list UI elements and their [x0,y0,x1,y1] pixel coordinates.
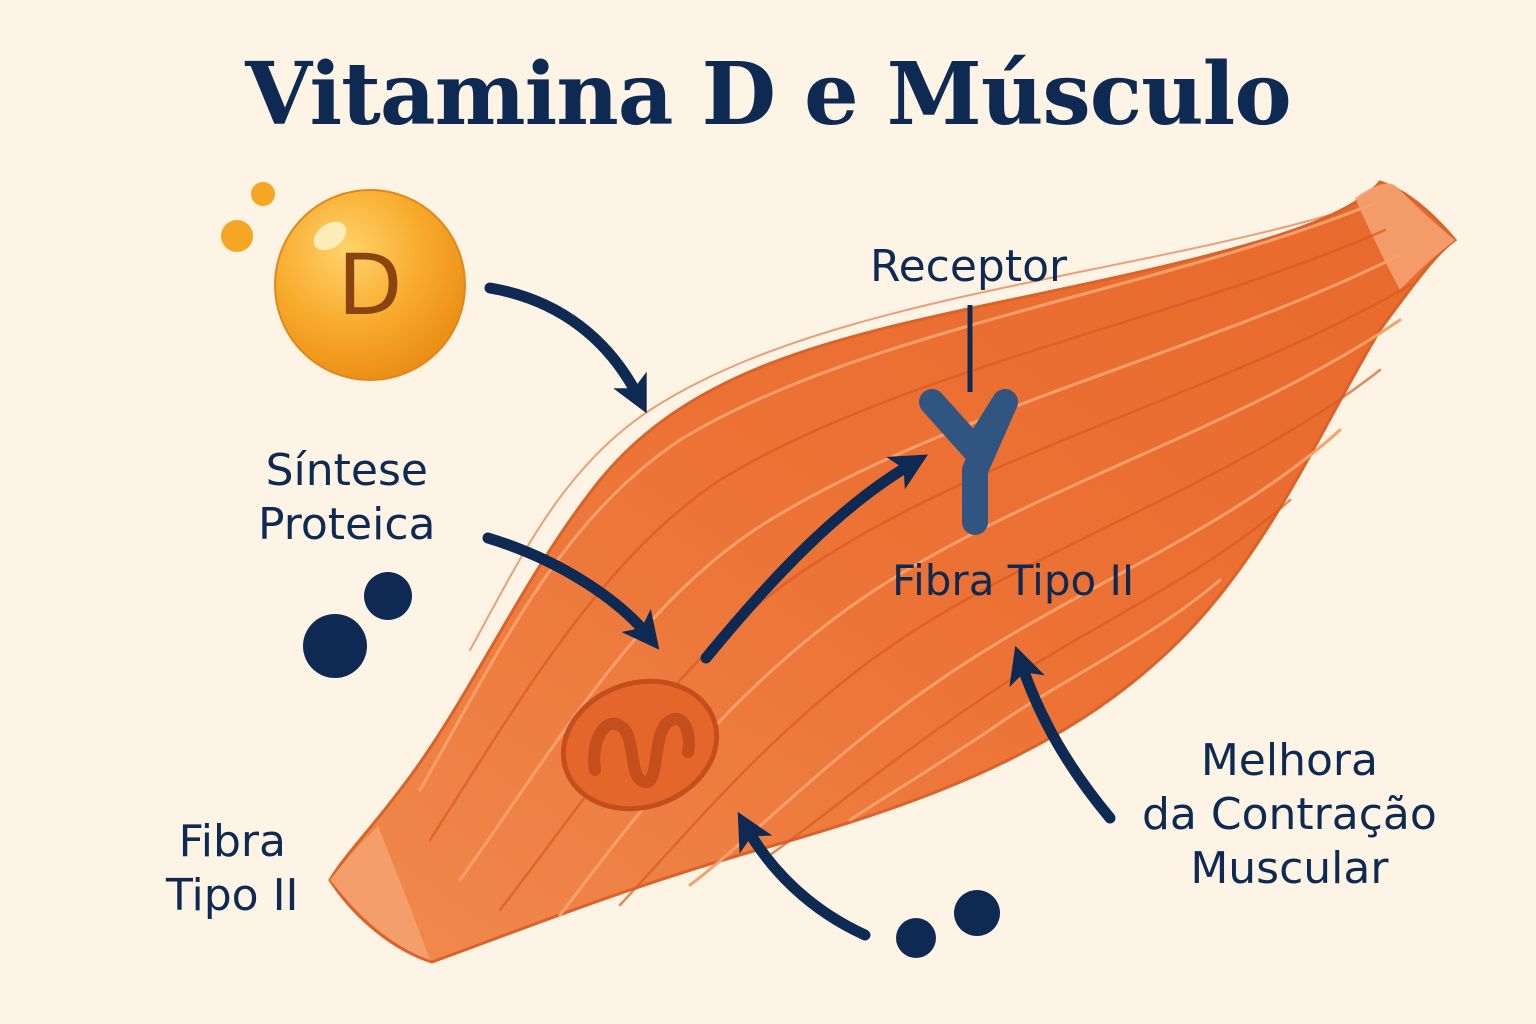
arrows [482,282,1116,941]
arrow-contraction [1009,645,1116,824]
protein-synthesis-line-2: Proteica [258,499,436,550]
molecule-dots [303,572,1000,958]
arrow-dots-to-muscle [737,811,871,941]
contraction-line-3: Muscular [1190,843,1389,894]
contraction-line-2: da Contração [1142,789,1437,840]
receptor [919,305,1018,535]
vitamin-bubble-small [251,182,275,206]
protein-synthesis-line-1: Síntese [265,445,428,496]
receptor-shape [919,389,1018,535]
mitochondrion-cristae [588,713,695,788]
arrow-mitochondrion-to-receptor [700,454,928,664]
dot-left-lower [303,614,367,678]
vitamin-bubble-medium [221,220,253,252]
arrow-synthesis-to-mitochondrion [482,532,660,650]
vitamin-d-highlight [313,221,347,251]
vitamin-d-badge: D [221,182,466,381]
protein-synthesis-label: Síntese Proteica [258,444,436,552]
vitamin-d-letter: D [338,236,403,334]
page-title: Vitamina D e Músculo [245,44,1291,145]
fiber-left-line-1: Fibra [178,816,286,867]
dot-bottom-left [896,918,936,958]
fiber-left-line-2: Tipo II [166,870,299,921]
tendon-top [1355,183,1455,290]
arrow-vitamin-to-muscle [484,282,647,414]
muscle-contraction-label: Melhora da Contração Muscular [1142,734,1437,896]
mitochondrion [560,678,720,812]
fiber-type-ii-inner-label: Fibra Tipo II [892,556,1135,605]
dot-left-upper [364,572,412,620]
contraction-line-1: Melhora [1200,735,1378,786]
receptor-label: Receptor [870,241,1068,292]
dot-bottom-right [954,890,1000,936]
fiber-type-ii-left-label: Fibra Tipo II [166,815,299,923]
tendon-bottom [330,826,430,960]
